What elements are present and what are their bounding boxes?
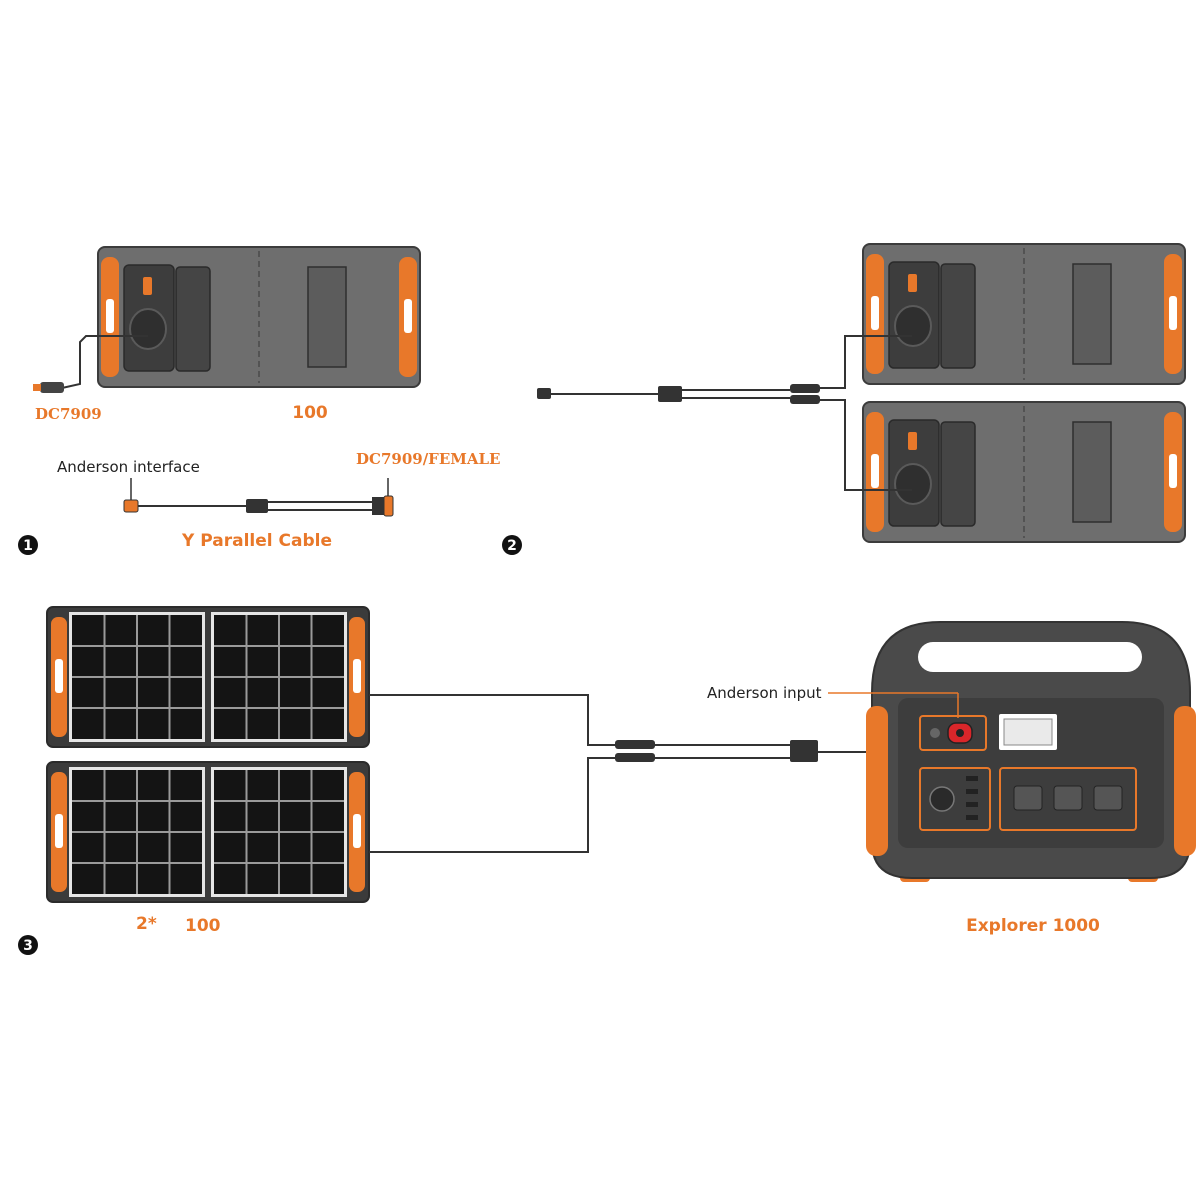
step3-open-panel-bottom: [46, 761, 370, 903]
dc7909-plug-icon: [33, 382, 64, 393]
step1-folded-panel: [97, 246, 421, 388]
panel-count-label: 2*: [136, 914, 157, 934]
dc7909-label: DC7909: [35, 405, 102, 423]
step3-number: 3: [23, 938, 33, 954]
anderson-interface-label: Anderson interface: [57, 458, 200, 476]
step3-number-badge: 3: [18, 935, 38, 955]
step2-folded-panel-top: [862, 243, 1186, 385]
power-station-icon: [866, 621, 1196, 882]
step2-group: 2: [502, 243, 1186, 555]
step3-panel-label: 100: [185, 916, 221, 936]
step1-group: DC7909 100 Anderson interface DC7909/FEM…: [18, 246, 500, 555]
dc7909-female-label: DC7909/FEMALE: [356, 450, 500, 468]
y-cable-icon: [123, 478, 394, 517]
step2-number: 2: [507, 538, 517, 554]
y-cable-title: Y Parallel Cable: [181, 531, 332, 551]
step3-y-cable: [369, 694, 953, 853]
step1-panel-label: 100: [292, 403, 328, 423]
step1-number: 1: [23, 538, 33, 554]
step3-open-panel-top: [46, 606, 370, 748]
step2-y-cable: [537, 335, 912, 491]
explorer-label: Explorer 1000: [966, 916, 1100, 936]
step3-group: Anderson input 2* 100 Explorer 1000 3: [18, 606, 1196, 955]
step1-number-badge: 1: [18, 535, 38, 555]
step2-folded-panel-bottom: [862, 401, 1186, 543]
step2-number-badge: 2: [502, 535, 522, 555]
anderson-input-label: Anderson input: [707, 684, 822, 702]
step1-panel-cable: [61, 335, 148, 389]
